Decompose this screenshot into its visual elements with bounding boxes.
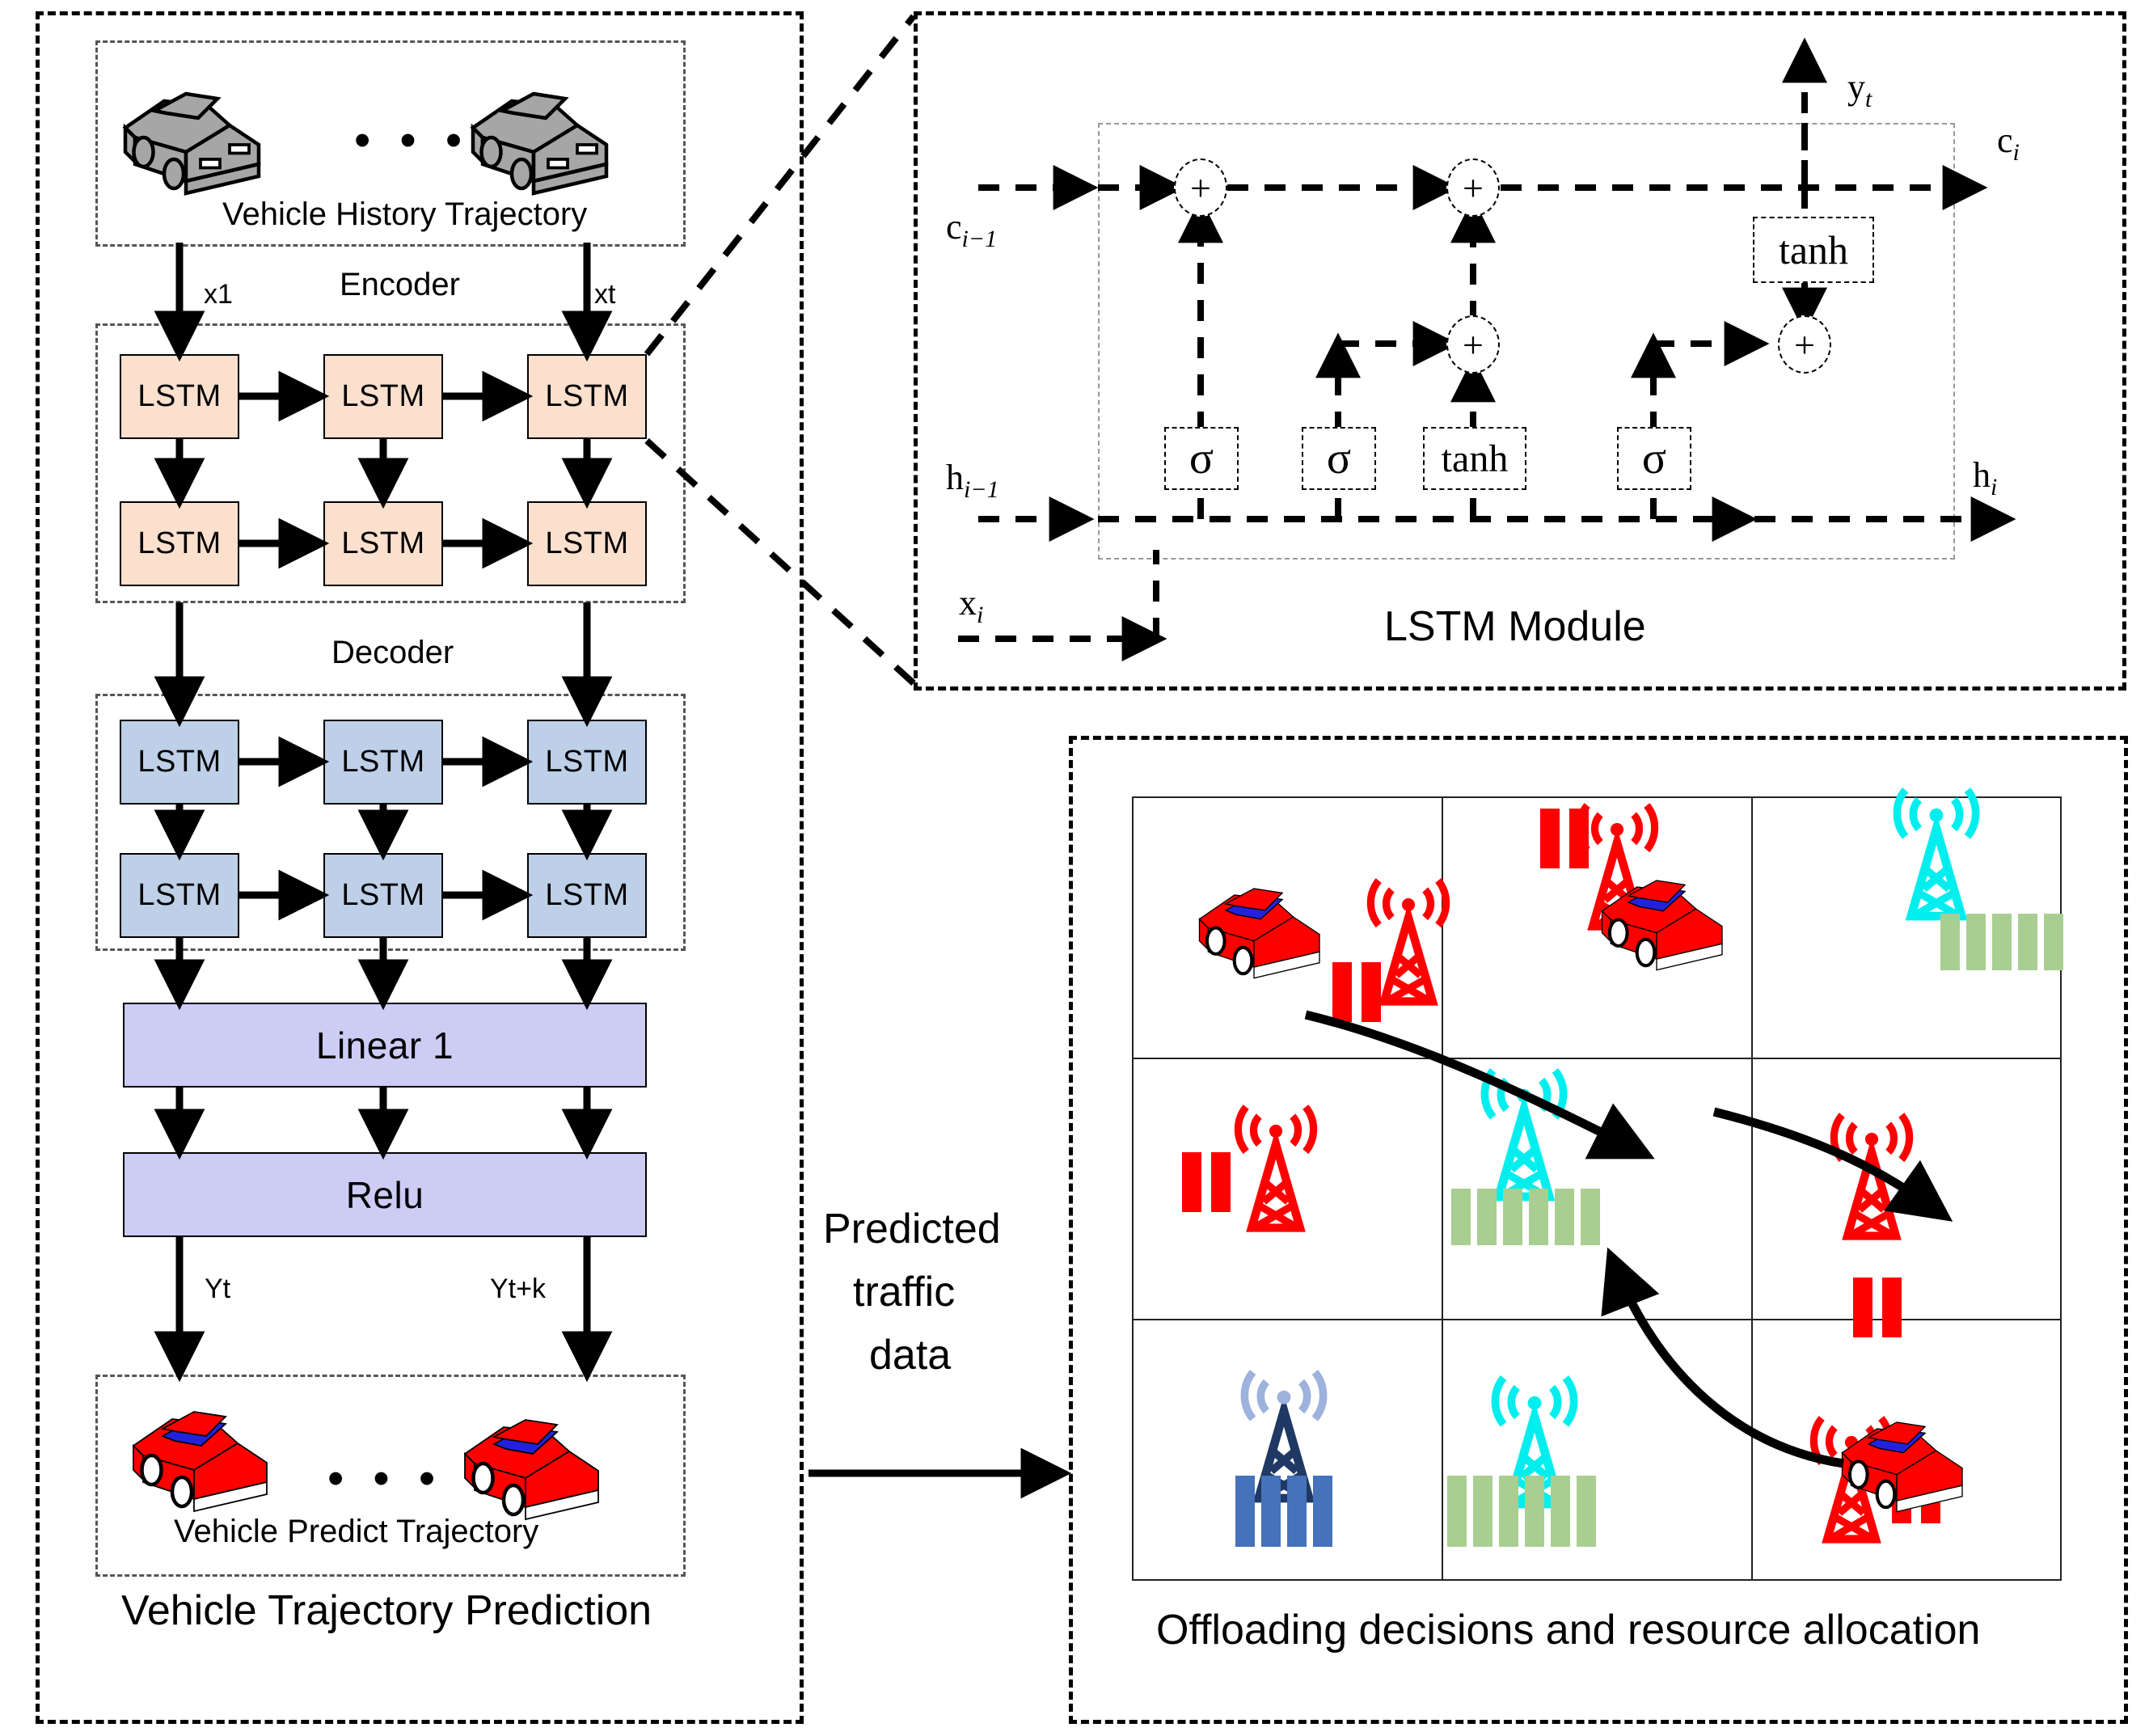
lstm-gate-tanh-top: tanh bbox=[1753, 217, 1874, 283]
encoder-input-x1-label: x1 bbox=[204, 279, 233, 310]
lstm-gate-sigma-3: σ bbox=[1617, 427, 1691, 490]
encoder-cell-r2c2[interactable]: LSTM bbox=[323, 501, 443, 586]
lstm-label-c-out: ci bbox=[1997, 120, 2020, 167]
lstm-label-x-in: xi bbox=[959, 582, 983, 629]
lstm-label-h-out: hi bbox=[1973, 454, 1997, 501]
decoder-box bbox=[95, 694, 686, 951]
output-ytk-label: Yt+k bbox=[490, 1273, 546, 1304]
h-out-text: h bbox=[1973, 455, 1991, 495]
c-out-sub: i bbox=[2012, 138, 2020, 166]
lstm-module-title: LSTM Module bbox=[1384, 603, 1646, 650]
relu-block[interactable]: Relu bbox=[123, 1152, 647, 1237]
offloading-map-grid bbox=[1132, 796, 2062, 1581]
offloading-panel-title: Offloading decisions and resource alloca… bbox=[1156, 1607, 1981, 1654]
connector-label-line3: data bbox=[869, 1332, 952, 1379]
lstm-add-operator-4: + bbox=[1778, 315, 1831, 374]
decoder-label: Decoder bbox=[331, 635, 454, 670]
decoder-cell-r1c1[interactable]: LSTM bbox=[120, 720, 239, 805]
y-out-sub: t bbox=[1865, 85, 1872, 112]
h-out-sub: i bbox=[1991, 473, 1998, 501]
history-caption: Vehicle History Trajectory bbox=[222, 196, 588, 232]
predict-trajectory-box bbox=[95, 1375, 686, 1577]
c-prev-sub: i−1 bbox=[961, 225, 998, 252]
encoder-input-xt-label: xt bbox=[594, 279, 616, 310]
y-out-text: y bbox=[1847, 67, 1865, 107]
lstm-label-y-out: yt bbox=[1847, 66, 1872, 113]
left-panel-title: Vehicle Trajectory Prediction bbox=[121, 1587, 652, 1634]
lstm-label-h-prev: hi−1 bbox=[946, 457, 999, 504]
encoder-cell-r2c3[interactable]: LSTM bbox=[527, 501, 647, 586]
connector-label-line1: Predicted bbox=[823, 1206, 1001, 1252]
lstm-gate-tanh-1: tanh bbox=[1423, 427, 1526, 490]
lstm-add-operator-2: + bbox=[1446, 158, 1500, 217]
encoder-cell-r1c3[interactable]: LSTM bbox=[527, 354, 647, 439]
output-yt-label: Yt bbox=[205, 1273, 231, 1304]
decoder-cell-r2c1[interactable]: LSTM bbox=[120, 853, 239, 938]
decoder-cell-r1c3[interactable]: LSTM bbox=[527, 720, 647, 805]
lstm-cell-outline bbox=[1098, 123, 1955, 560]
lstm-gate-sigma-2: σ bbox=[1302, 427, 1376, 490]
lstm-gate-sigma-1: σ bbox=[1164, 427, 1239, 490]
h-prev-sub: i−1 bbox=[964, 475, 999, 503]
lstm-add-operator-1: + bbox=[1174, 158, 1227, 217]
encoder-label: Encoder bbox=[340, 267, 460, 302]
predict-ellipsis: • • • bbox=[327, 1452, 444, 1505]
connector-label-line2: traffic bbox=[853, 1269, 956, 1316]
encoder-cell-r1c1[interactable]: LSTM bbox=[120, 354, 239, 439]
grid-vline-1 bbox=[1442, 796, 1443, 1581]
x-in-text: x bbox=[959, 583, 977, 623]
decoder-cell-r1c2[interactable]: LSTM bbox=[323, 720, 443, 805]
grid-hline-2 bbox=[1132, 1319, 2062, 1320]
offloading-panel bbox=[1069, 736, 2128, 1724]
encoder-cell-r1c2[interactable]: LSTM bbox=[323, 354, 443, 439]
vehicle-trajectory-prediction-panel bbox=[36, 11, 804, 1724]
grid-vline-2 bbox=[1751, 796, 1753, 1581]
encoder-cell-r2c1[interactable]: LSTM bbox=[120, 501, 239, 586]
c-prev-text: c bbox=[946, 207, 962, 247]
linear-1-block[interactable]: Linear 1 bbox=[123, 1003, 647, 1088]
history-ellipsis: • • • bbox=[354, 114, 471, 167]
decoder-cell-r2c3[interactable]: LSTM bbox=[527, 853, 647, 938]
predict-caption: Vehicle Predict Trajectory bbox=[174, 1514, 539, 1549]
decoder-cell-r2c2[interactable]: LSTM bbox=[323, 853, 443, 938]
h-prev-text: h bbox=[946, 458, 964, 497]
x-in-sub: i bbox=[977, 601, 984, 628]
grid-hline-1 bbox=[1132, 1058, 2062, 1059]
lstm-label-c-prev: ci−1 bbox=[946, 206, 997, 253]
lstm-add-operator-3: + bbox=[1446, 315, 1500, 374]
c-out-text: c bbox=[1997, 120, 2013, 160]
